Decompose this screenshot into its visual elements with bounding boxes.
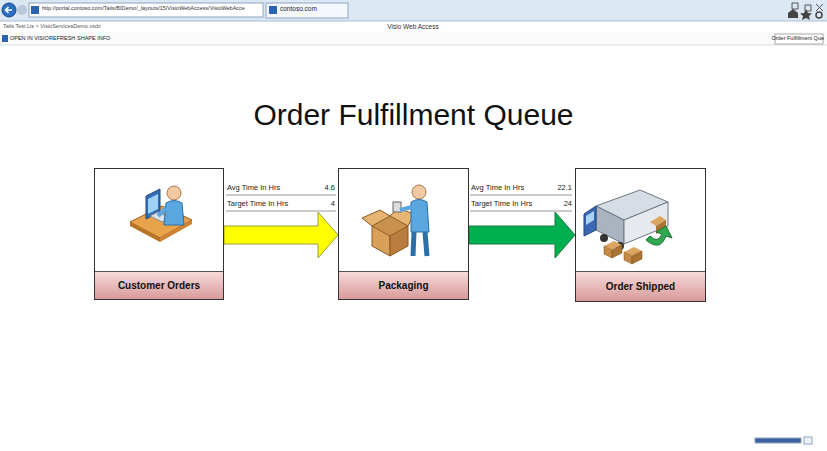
process-box: Packaging <box>338 168 469 300</box>
node-label: Order Shipped <box>606 281 675 292</box>
address-url: http://portal.contoso.com/Tails/BIDemo/_… <box>42 5 245 11</box>
label-band: Order Shipped <box>576 271 705 301</box>
process-box: Customer Orders <box>94 168 224 300</box>
table-cell: 4.6 <box>325 184 335 193</box>
node-label: Customer Orders <box>118 280 200 291</box>
table-cell: Avg Time In Hrs <box>227 184 280 193</box>
window-title: Visio Web Access <box>387 23 438 30</box>
packaging-icon <box>362 185 429 256</box>
table-cell: Target Time In Hrs <box>227 200 288 209</box>
table-rule <box>226 195 336 196</box>
table-cell: Target Time In Hrs <box>471 200 532 209</box>
truck-icon <box>584 190 672 264</box>
node-label: Packaging <box>378 280 428 291</box>
label-band: Customer Orders <box>95 271 223 299</box>
toolbar-button: REFRESH <box>49 35 75 41</box>
page-dropdown: Order Fulfillment Que <box>771 35 824 41</box>
process-box: Order Shipped <box>575 168 706 302</box>
toolbar-button: SHAPE INFO <box>77 35 110 41</box>
table-cell: 24 <box>564 200 572 209</box>
table-rule <box>470 195 572 196</box>
flow-arrow <box>224 212 338 258</box>
table-rule <box>470 211 572 212</box>
customer-icon <box>130 186 192 242</box>
breadcrumb: Tails Test Lis > VisioServicesDemo.vsdx <box>3 23 101 29</box>
toolbar-button: OPEN IN VISIO <box>10 35 49 41</box>
table-cell: Avg Time In Hrs <box>471 184 524 193</box>
table-cell: 4 <box>331 200 335 209</box>
label-band: Packaging <box>339 271 468 299</box>
table-rule <box>226 211 336 212</box>
diagram-title: Order Fulfillment Queue <box>0 98 827 132</box>
table-cell: 22.1 <box>557 184 572 193</box>
browser-tab: contoso.com <box>280 5 317 12</box>
flow-arrow <box>469 212 575 258</box>
